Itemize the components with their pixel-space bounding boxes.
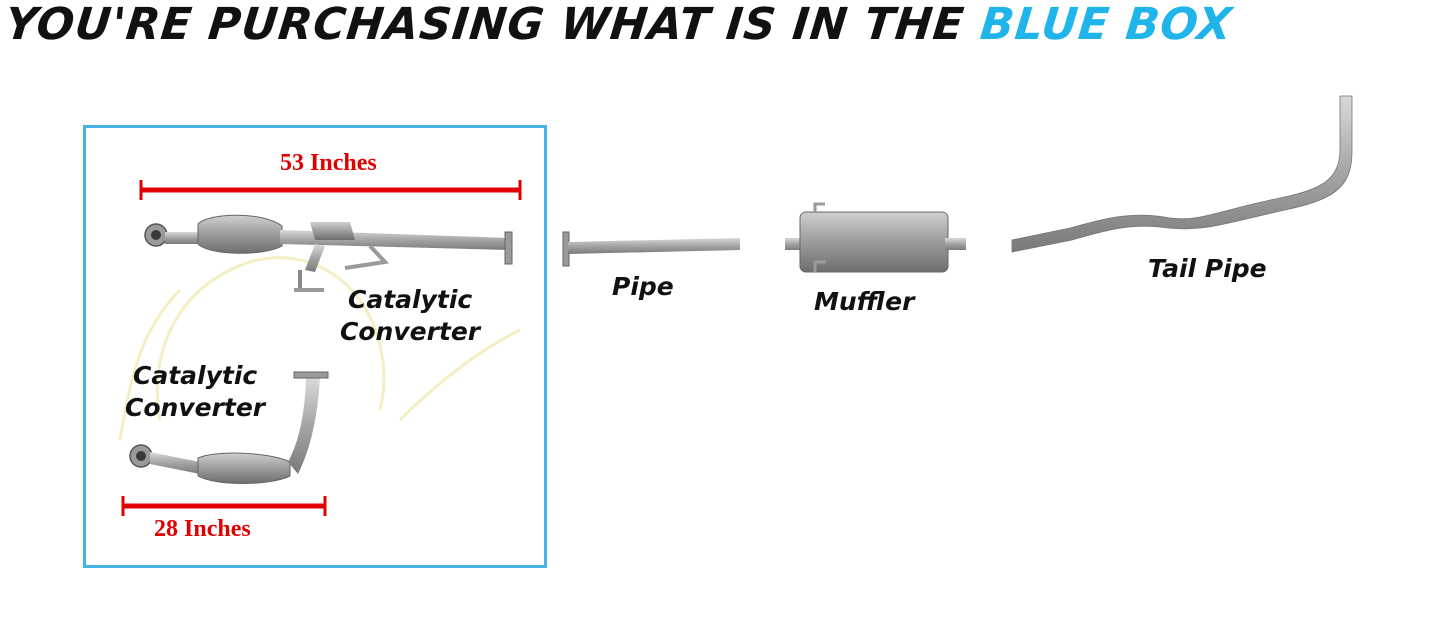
included-items-box bbox=[83, 125, 547, 568]
lower-dimension-bar bbox=[121, 496, 327, 516]
upper-catalytic-converter-assembly bbox=[144, 214, 513, 292]
lower-dimension-label: 28 Inches bbox=[154, 516, 251, 542]
upper-converter-label-line2: Converter bbox=[340, 317, 481, 346]
muffler-body bbox=[785, 202, 966, 273]
upper-dimension-label: 53 Inches bbox=[280, 150, 377, 176]
tail-pipe-label: Tail Pipe bbox=[1148, 254, 1267, 283]
muffler-label: Muffler bbox=[814, 287, 915, 316]
upper-dimension-bar bbox=[139, 180, 522, 200]
tail-pipe-body bbox=[1011, 95, 1353, 253]
lower-converter-label-line1: Catalytic bbox=[133, 361, 258, 390]
intermediate-pipe bbox=[562, 231, 740, 267]
pipe-label: Pipe bbox=[612, 272, 674, 301]
lower-catalytic-converter-assembly bbox=[129, 371, 329, 484]
watermark-logo bbox=[118, 256, 521, 441]
upper-converter-label-line1: Catalytic bbox=[348, 285, 473, 314]
lower-converter-label-line2: Converter bbox=[125, 393, 266, 422]
